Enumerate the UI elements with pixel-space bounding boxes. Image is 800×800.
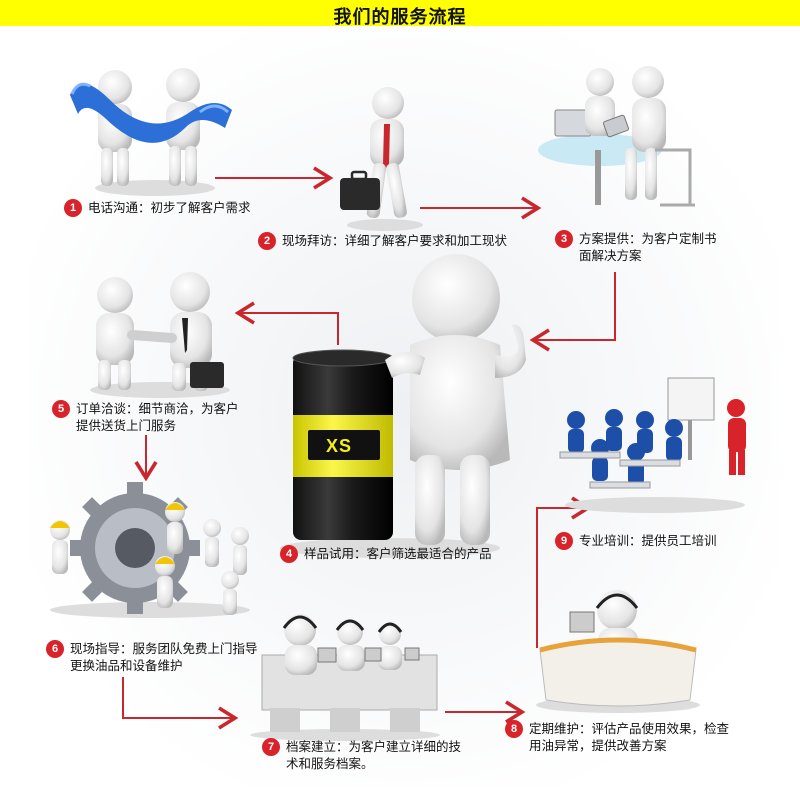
step-6: 6 现场指导：服务团队免费上门指导更换油品和设备维护 <box>46 640 266 674</box>
step-label: 专业培训：提供员工培训 <box>579 533 717 548</box>
oil-barrel-mascot: XS <box>280 254 526 558</box>
gear-workers <box>50 482 250 618</box>
step-label: 现场指导：服务团队免费上门指导更换油品和设备维护 <box>70 641 258 673</box>
step-label: 定期维护：评估产品使用效果，检查用油异常，提供改善方案 <box>529 721 730 753</box>
step-label: 电话沟通：初步了解客户需求 <box>88 200 251 215</box>
step-badge: 6 <box>46 640 64 658</box>
flow-arrows <box>122 166 616 730</box>
step-badge: 8 <box>505 720 523 738</box>
step-badge: 1 <box>64 199 82 217</box>
step-1: 1 电话沟通：初步了解客户需求 <box>64 199 284 217</box>
step-badge: 5 <box>52 400 70 418</box>
barrel-logo-text: XS <box>326 436 352 456</box>
step-badge: 9 <box>555 532 573 550</box>
arrow-4-5 <box>234 301 339 345</box>
background-glow <box>30 30 780 790</box>
arrow-3-4 <box>529 272 616 352</box>
arrow-8-9 <box>536 496 592 648</box>
handshake-deal-figures <box>90 272 230 398</box>
phone-handshake-figures <box>70 68 232 196</box>
planning-meeting-figures <box>538 66 695 207</box>
arrow-6-7 <box>122 677 239 730</box>
step-badge: 2 <box>258 232 276 250</box>
step-badge: 3 <box>555 230 573 248</box>
step-badge: 4 <box>280 545 298 563</box>
step-3: 3 方案提供：为客户定制书面解决方案 <box>555 230 725 264</box>
step-badge: 7 <box>262 738 280 756</box>
step-label: 样品试用：客户筛选最适合的产品 <box>304 546 492 561</box>
step-9: 9 专业培训：提供员工培训 <box>555 532 775 550</box>
step-4: 4 样品试用：客户筛选最适合的产品 <box>280 545 520 563</box>
step-label: 订单洽谈：细节商洽，为客户提供送货上门服务 <box>76 401 239 433</box>
step-8: 8 定期维护：评估产品使用效果，检查用油异常，提供改善方案 <box>505 720 735 754</box>
service-desk-agent <box>536 590 700 713</box>
step-label: 方案提供：为客户定制书面解决方案 <box>579 231 717 263</box>
step-2: 2 现场拜访：详细了解客户要求和加工现状 <box>258 232 558 250</box>
step-5: 5 订单洽谈：细节商洽，为客户提供送货上门服务 <box>52 400 247 434</box>
training-class <box>559 377 746 513</box>
page-title: 我们的服务流程 <box>333 7 467 28</box>
business-visit-figure <box>340 87 423 231</box>
step-7: 7 档案建立：为客户建立详细的技术和服务档案。 <box>262 738 462 772</box>
step-label: 现场拜访：详细了解客户要求和加工现状 <box>282 233 508 248</box>
title-banner: 我们的服务流程 <box>0 0 800 28</box>
step-label: 档案建立：为客户建立详细的技术和服务档案。 <box>286 739 462 771</box>
call-center-agents <box>250 614 440 741</box>
